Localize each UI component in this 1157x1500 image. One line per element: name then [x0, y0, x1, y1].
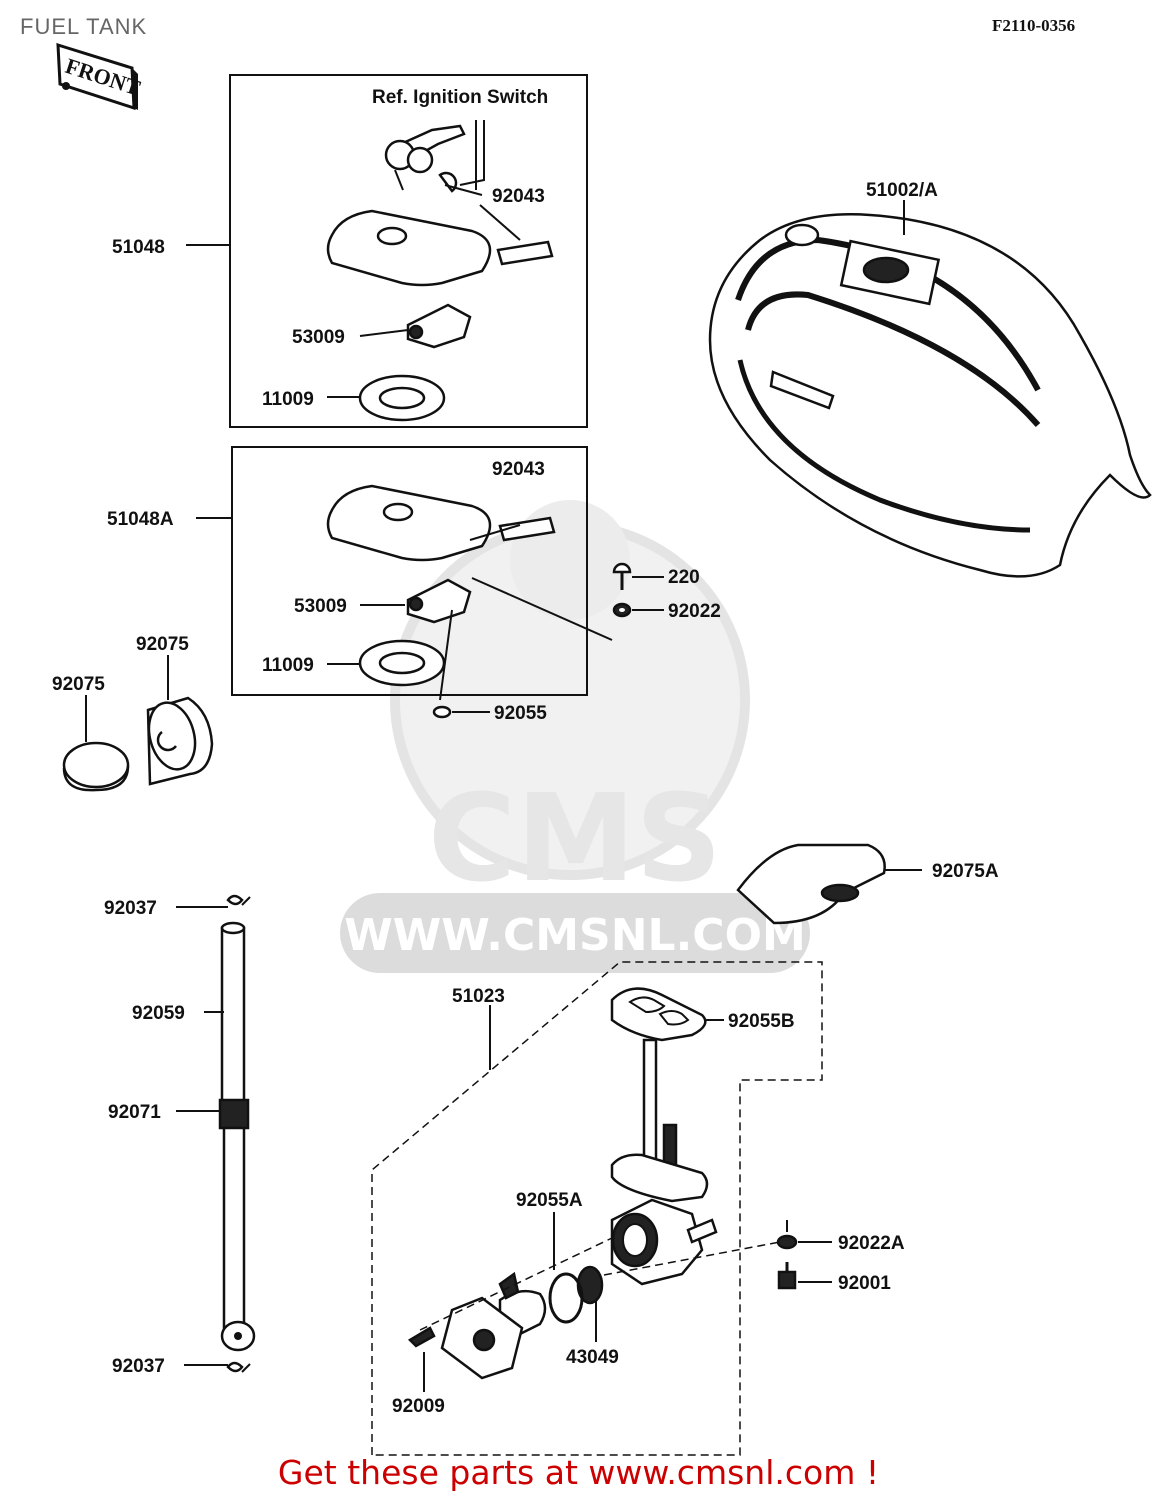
part-number-label: 92059 — [132, 1003, 185, 1024]
washer-92022-icon — [612, 602, 632, 618]
watermark-brand: CMS — [428, 770, 722, 909]
part-number-label: 51023 — [452, 986, 505, 1007]
document-code: F2110-0356 — [992, 16, 1076, 35]
fuel-hose-clamp-top-icon — [226, 894, 251, 906]
part-number-label: 51048 — [112, 237, 165, 258]
fuel-hose-clamp-bottom-icon — [226, 1361, 251, 1373]
tap-gasket-92055B-icon — [610, 987, 707, 1042]
screw-92009-icon — [407, 1326, 436, 1348]
fuel-tap-body-icon — [610, 1038, 718, 1286]
part-number-label: 43049 — [566, 1347, 619, 1368]
part-number-label: 92037 — [104, 898, 157, 919]
leader-92043-upper — [479, 204, 521, 241]
part-number-label: 51002/A — [866, 180, 938, 201]
assembly-box-51048A — [231, 446, 588, 696]
part-number-label: 92037 — [112, 1356, 165, 1377]
part-number-label: 92071 — [108, 1102, 161, 1123]
part-number-label: 92043 — [492, 459, 545, 480]
watermark-url: WWW.CMSNL.COM — [344, 910, 806, 961]
screw-220-icon — [612, 562, 632, 590]
part-number-label: 92055A — [516, 1190, 583, 1211]
leader-92043-lower — [469, 524, 521, 541]
part-number-label: 92075 — [136, 634, 189, 655]
rear-rubber-92075A-icon — [736, 843, 886, 925]
lock-lever-upper-icon — [406, 303, 472, 349]
bolt-92001-icon — [777, 1262, 797, 1290]
part-number-label: 92022A — [838, 1233, 905, 1254]
ref-ignition-switch-note: Ref. Ignition Switch — [372, 87, 548, 108]
part-number-label: 11009 — [262, 655, 314, 676]
assembly-box-51048 — [229, 74, 588, 428]
part-number-label: 53009 — [294, 596, 347, 617]
filler-cap-upper-icon — [326, 209, 554, 287]
part-number-label: 53009 — [292, 327, 345, 348]
o-ring-92055-icon — [432, 705, 452, 719]
part-number-label: 92075A — [932, 861, 999, 882]
leader-ref-switch — [444, 120, 485, 196]
part-number-label: 92009 — [392, 1396, 445, 1417]
part-number-label: 92055 — [494, 703, 547, 724]
lock-lever-lower-icon — [406, 578, 472, 624]
page-title: FUEL TANK — [20, 14, 148, 39]
leader-lever-to-washer — [471, 577, 613, 641]
footer-banner-link[interactable]: Get these parts at www.cmsnl.com ! — [277, 1453, 880, 1492]
assembly-axis-line — [419, 1237, 781, 1331]
part-number-label: 11009 — [262, 389, 314, 410]
part-number-label: 92043 — [492, 186, 545, 207]
cmsnl-watermark: CMS WWW.CMSNL.COM — [340, 500, 810, 973]
gasket-lower-icon — [358, 639, 446, 687]
filler-cap-lower-icon — [326, 484, 556, 562]
part-number-label: 92001 — [838, 1273, 891, 1294]
part-number-label: 51048A — [107, 509, 174, 530]
part-number-label: 220 — [668, 567, 700, 588]
leader-53009-upper — [359, 329, 409, 337]
ignition-key-icon — [384, 124, 466, 193]
tank-rubber-cushion-icon — [146, 696, 214, 786]
part-callouts: 51002/A 51048 92043 53009 11009 51048A 9… — [52, 180, 999, 1417]
o-ring-92055A-icon — [548, 1272, 584, 1324]
front-dot-icon — [62, 82, 70, 90]
front-direction-sign: FRONT — [56, 42, 144, 111]
assembly-box-51023 — [371, 961, 823, 1456]
tap-cover-plate-icon — [440, 1296, 524, 1380]
part-number-label: 92075 — [52, 674, 105, 695]
leader-92055 — [439, 609, 490, 713]
fuel-hose-pipe-icon — [218, 921, 256, 1352]
fuel-tank-icon — [708, 213, 1152, 578]
part-number-label: 92022 — [668, 601, 721, 622]
gasket-upper-icon — [358, 374, 446, 422]
tank-rubber-cap-icon — [62, 741, 130, 792]
part-number-label: 92055B — [728, 1011, 795, 1032]
washer-92022A-icon — [776, 1220, 798, 1250]
